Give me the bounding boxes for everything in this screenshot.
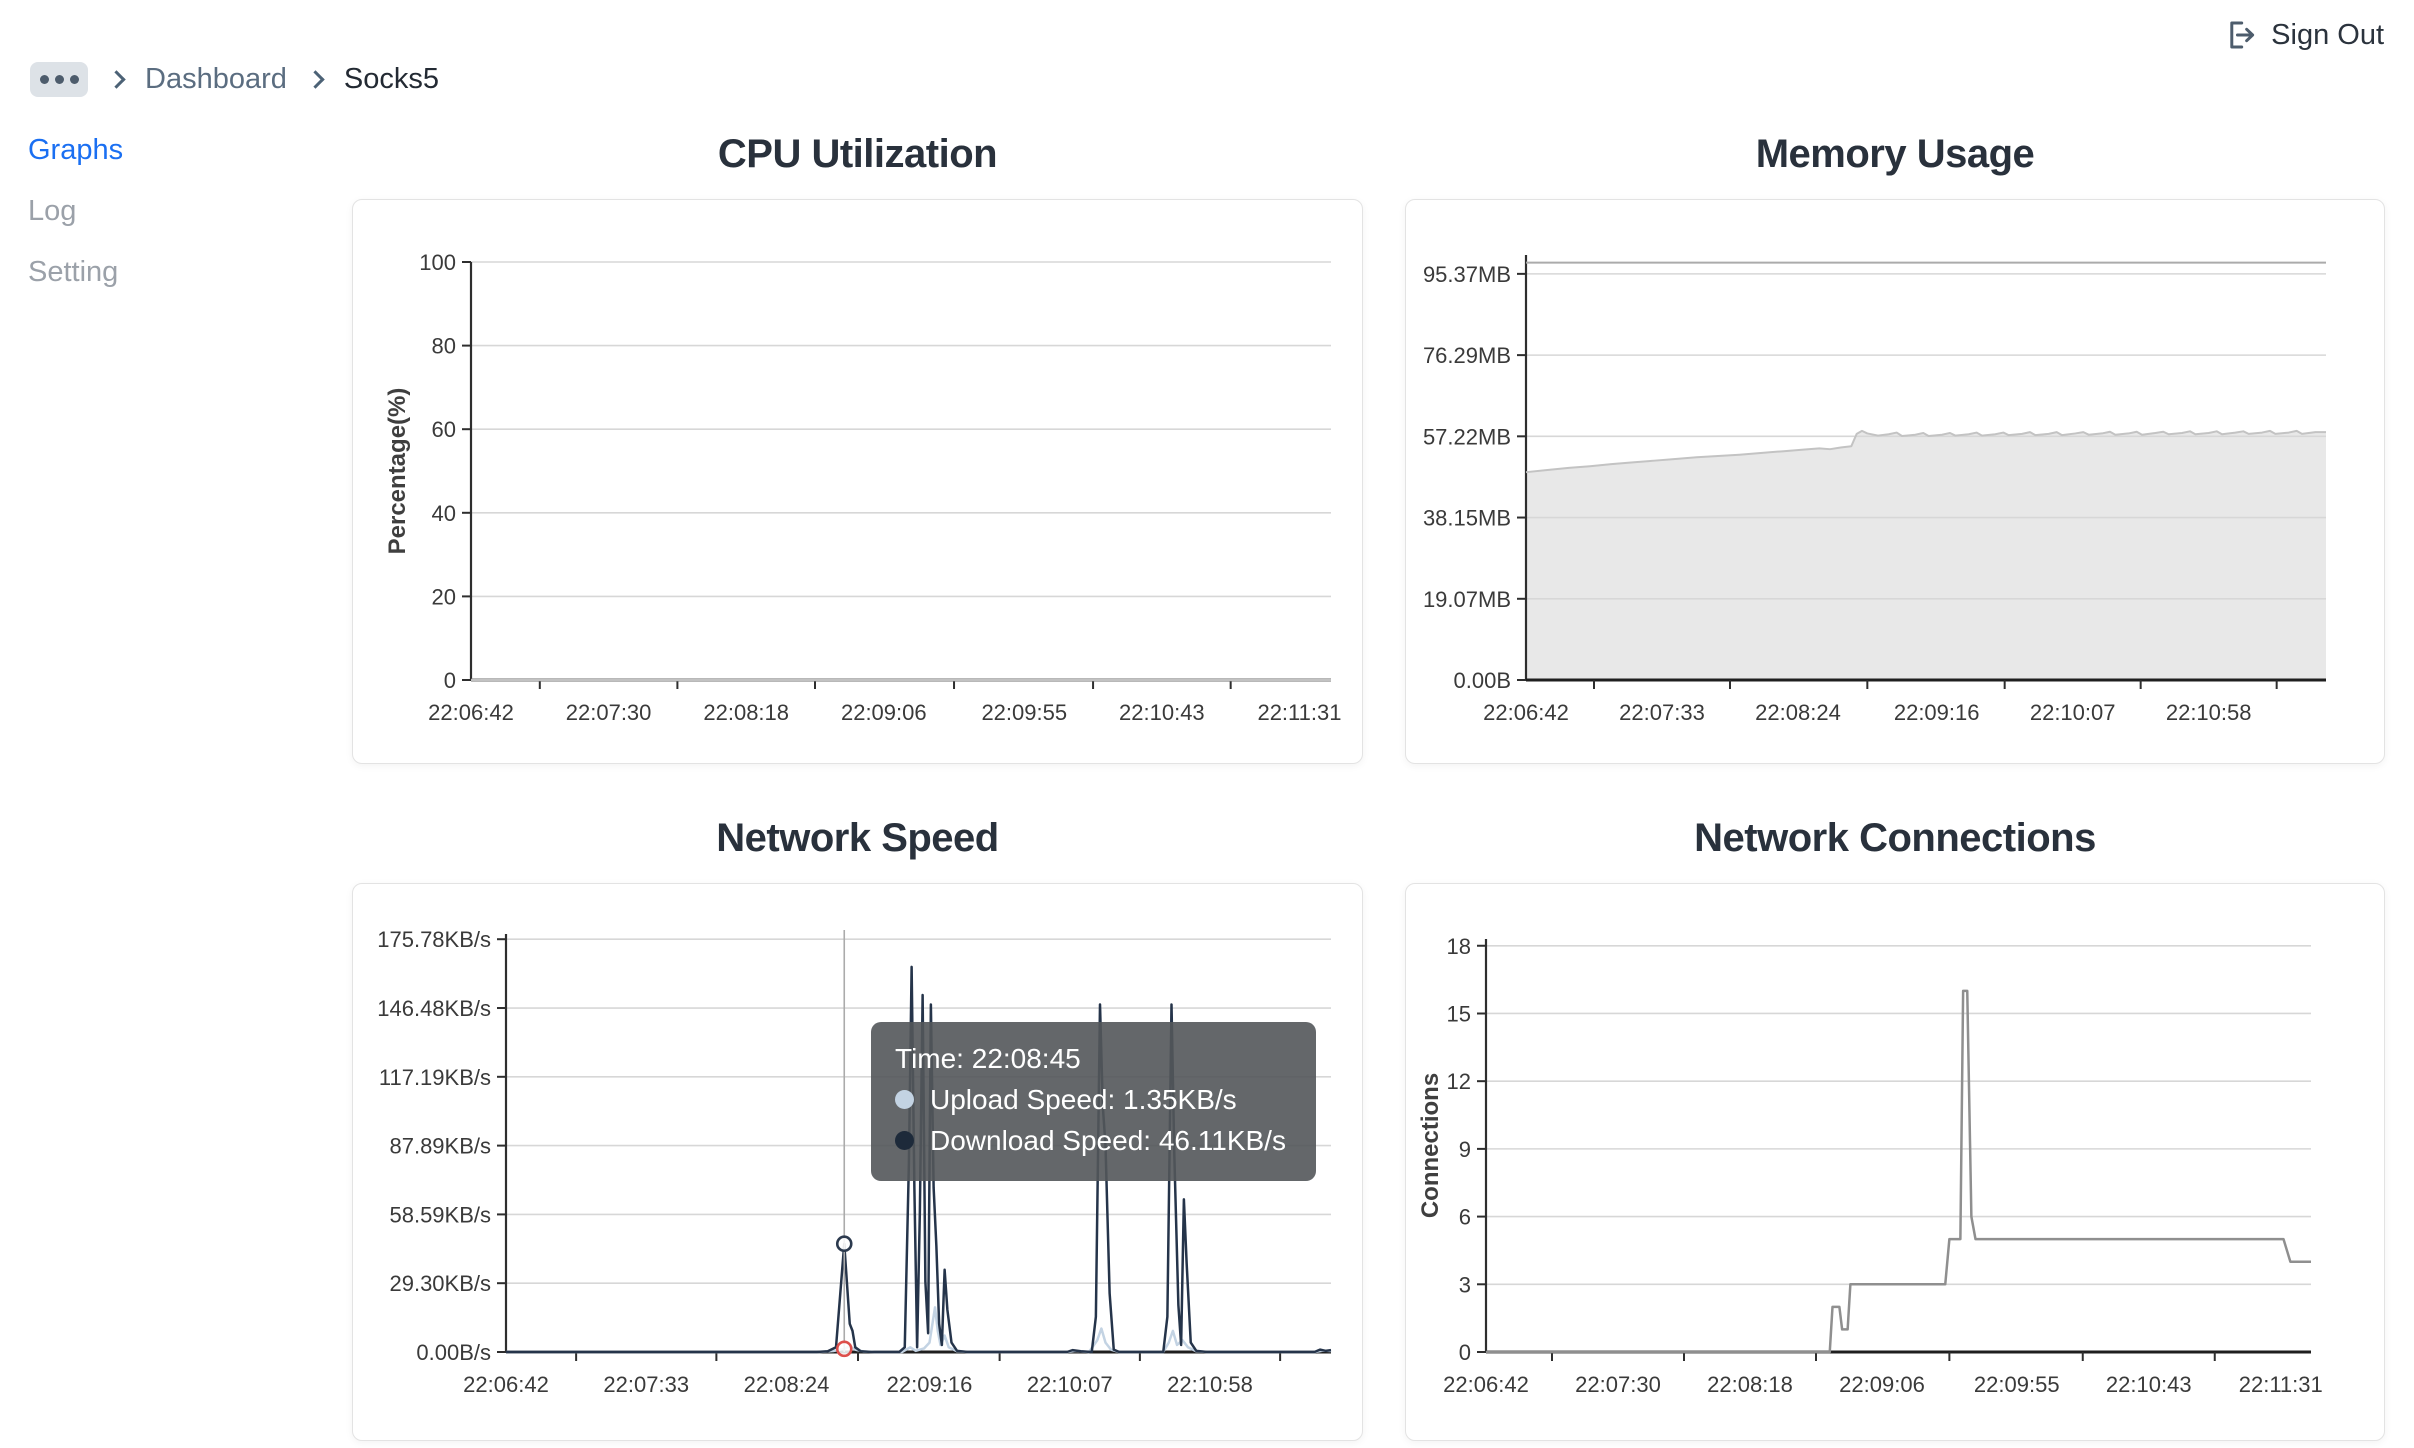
- svg-text:15: 15: [1447, 1001, 1471, 1026]
- svg-text:22:09:16: 22:09:16: [1894, 700, 1980, 725]
- sidebar: Graphs Log Setting: [28, 135, 123, 287]
- memory-usage-panel: Memory Usage 0.00B 19.07MB 38.15MB 57.22MB 7…: [1405, 116, 2385, 764]
- sign-out-button[interactable]: Sign Out: [2224, 18, 2384, 52]
- svg-text:22:07:30: 22:07:30: [566, 700, 652, 725]
- chart-title-network-speed: Network Speed: [716, 816, 999, 860]
- svg-text:0: 0: [444, 668, 456, 693]
- svg-text:22:10:43: 22:10:43: [1119, 700, 1205, 725]
- network-speed-panel: Network Speed 0.00B/s 29.30KB/s 58.59KB/s 8…: [352, 800, 1363, 1441]
- svg-text:6: 6: [1459, 1205, 1471, 1230]
- sidebar-item-setting[interactable]: Setting: [28, 256, 119, 288]
- svg-text:22:10:07: 22:10:07: [2030, 700, 2116, 725]
- ellipsis-icon: [39, 75, 49, 84]
- svg-text:175.78KB/s: 175.78KB/s: [377, 927, 491, 952]
- svg-text:22:07:33: 22:07:33: [1619, 700, 1705, 725]
- svg-text:22:10:43: 22:10:43: [2106, 1372, 2192, 1397]
- cpu-chart-card: 0 20 40 60 80 100 22:06:42 22:07:30 22:08:18 22:0…: [352, 199, 1363, 764]
- svg-text:22:10:07: 22:10:07: [1027, 1372, 1113, 1397]
- svg-text:18: 18: [1447, 934, 1471, 959]
- network-connections-chart[interactable]: 0 3 6 9 12 15 18 22:06:42 22:07:30 22:08:18 22:09:…: [1406, 884, 2383, 1439]
- svg-text:117.19KB/s: 117.19KB/s: [379, 1065, 491, 1090]
- network-connections-panel: Network Connections 0 3 6 9 12 15 18 22:06:42 22…: [1405, 800, 2385, 1441]
- breadcrumb-menu-button[interactable]: [30, 62, 88, 97]
- logout-icon: [2224, 18, 2258, 52]
- svg-text:20: 20: [432, 584, 456, 609]
- breadcrumb: Dashboard Socks5: [30, 62, 439, 97]
- network-speed-chart[interactable]: 0.00B/s 29.30KB/s 58.59KB/s 87.89KB/s 117.19…: [353, 884, 1361, 1439]
- svg-text:29.30KB/s: 29.30KB/s: [389, 1271, 491, 1296]
- chart-title-cpu: CPU Utilization: [717, 132, 998, 176]
- svg-text:22:09:06: 22:09:06: [1839, 1372, 1925, 1397]
- breadcrumb-dashboard-link[interactable]: Dashboard: [145, 63, 287, 95]
- svg-text:87.89KB/s: 87.89KB/s: [389, 1134, 491, 1159]
- svg-text:146.48KB/s: 146.48KB/s: [377, 996, 491, 1021]
- svg-text:19.07MB: 19.07MB: [1423, 587, 1511, 612]
- network-speed-chart-card: 0.00B/s 29.30KB/s 58.59KB/s 87.89KB/s 117.19…: [352, 883, 1363, 1441]
- svg-text:22:08:24: 22:08:24: [744, 1372, 830, 1397]
- svg-text:22:06:42: 22:06:42: [463, 1372, 549, 1397]
- sidebar-item-graphs[interactable]: Graphs: [28, 134, 124, 166]
- svg-text:58.59KB/s: 58.59KB/s: [389, 1202, 491, 1227]
- svg-text:40: 40: [432, 501, 456, 526]
- svg-text:0: 0: [1459, 1340, 1471, 1365]
- svg-text:22:09:55: 22:09:55: [1974, 1372, 2060, 1397]
- memory-usage-chart[interactable]: 0.00B 19.07MB 38.15MB 57.22MB 76.29MB 95.37MB…: [1406, 200, 2383, 762]
- cpu-utilization-chart[interactable]: 0 20 40 60 80 100 22:06:42 22:07:30 22:08:18 22:0…: [353, 200, 1361, 762]
- svg-text:Percentage(%): Percentage(%): [384, 388, 411, 555]
- network-connections-chart-card: 0 3 6 9 12 15 18 22:06:42 22:07:30 22:08:18 22:09:…: [1405, 883, 2385, 1441]
- breadcrumb-current-page: Socks5: [343, 63, 439, 95]
- svg-text:60: 60: [432, 417, 456, 442]
- sign-out-label: Sign Out: [2271, 18, 2384, 51]
- sidebar-item-log[interactable]: Log: [28, 195, 77, 227]
- svg-text:22:10:58: 22:10:58: [1167, 1372, 1253, 1397]
- svg-text:9: 9: [1459, 1137, 1471, 1162]
- svg-text:95.37MB: 95.37MB: [1423, 262, 1511, 287]
- svg-text:22:09:55: 22:09:55: [981, 700, 1067, 725]
- svg-text:57.22MB: 57.22MB: [1423, 424, 1511, 449]
- svg-text:22:06:42: 22:06:42: [428, 700, 514, 725]
- cpu-utilization-panel: CPU Utilization 0 20 40 60 80 100 22:06:42 22:0…: [352, 116, 1363, 764]
- svg-text:22:11:31: 22:11:31: [2239, 1372, 2323, 1397]
- svg-text:22:10:58: 22:10:58: [2166, 700, 2252, 725]
- chevron-right-icon: [107, 70, 126, 89]
- svg-text:22:07:30: 22:07:30: [1575, 1372, 1661, 1397]
- svg-text:22:09:06: 22:09:06: [841, 700, 927, 725]
- svg-text:80: 80: [432, 334, 456, 359]
- chevron-right-icon: [306, 70, 325, 89]
- svg-text:22:08:24: 22:08:24: [1755, 700, 1841, 725]
- svg-text:22:06:42: 22:06:42: [1443, 1372, 1529, 1397]
- svg-text:100: 100: [419, 250, 456, 275]
- svg-text:Connections: Connections: [1417, 1073, 1444, 1218]
- svg-text:22:07:33: 22:07:33: [603, 1372, 689, 1397]
- svg-text:22:08:18: 22:08:18: [703, 700, 789, 725]
- svg-text:0.00B: 0.00B: [1454, 668, 1512, 693]
- ellipsis-icon: [54, 75, 64, 84]
- svg-text:3: 3: [1459, 1272, 1471, 1297]
- chart-title-network-connections: Network Connections: [1694, 816, 2096, 860]
- svg-text:38.15MB: 38.15MB: [1423, 506, 1511, 531]
- svg-text:76.29MB: 76.29MB: [1423, 343, 1511, 368]
- memory-chart-card: 0.00B 19.07MB 38.15MB 57.22MB 76.29MB 95.37MB…: [1405, 199, 2385, 764]
- svg-text:22:08:18: 22:08:18: [1707, 1372, 1793, 1397]
- chart-title-memory: Memory Usage: [1755, 132, 2035, 176]
- svg-text:22:11:31: 22:11:31: [1257, 700, 1341, 725]
- svg-text:12: 12: [1447, 1069, 1471, 1094]
- svg-text:22:06:42: 22:06:42: [1483, 700, 1569, 725]
- svg-text:22:09:16: 22:09:16: [887, 1372, 973, 1397]
- ellipsis-icon: [69, 75, 79, 84]
- svg-text:0.00B/s: 0.00B/s: [416, 1340, 491, 1365]
